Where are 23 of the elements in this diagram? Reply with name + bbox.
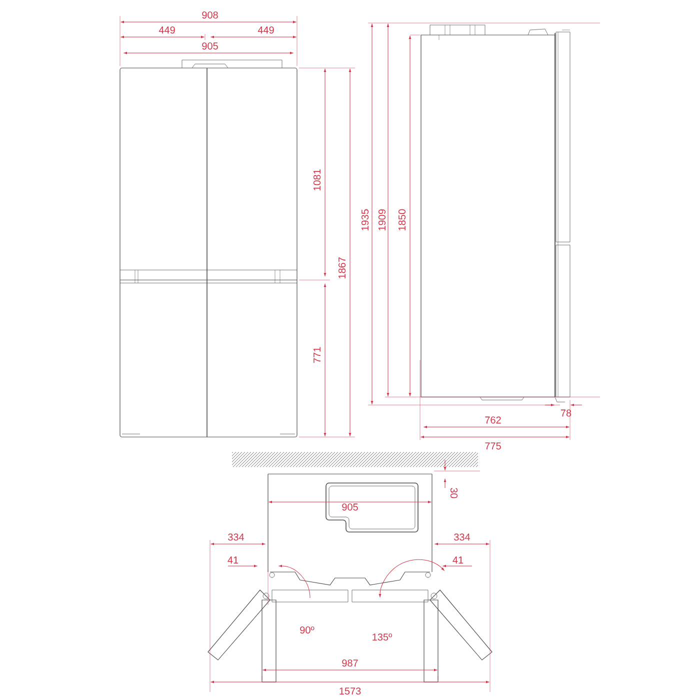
dimension-label: 449 xyxy=(158,26,175,34)
dimension-label: 30 xyxy=(450,488,458,498)
dimension-label: 135º xyxy=(372,633,392,641)
dimension-label: 905 xyxy=(202,42,218,50)
dimension-label: 987 xyxy=(342,659,358,667)
dimension-label: 41 xyxy=(228,556,238,564)
dimension-label: 908 xyxy=(202,11,218,19)
dimension-label: 334 xyxy=(228,533,244,541)
dimension-label: 762 xyxy=(485,416,501,424)
dimension-label: 1081 xyxy=(313,169,321,190)
dimension-label: 1935 xyxy=(361,209,369,230)
dimension-label: 1867 xyxy=(338,257,346,278)
dimension-label: 78 xyxy=(560,409,572,417)
dimension-label: 41 xyxy=(452,556,464,564)
dimension-label: 1573 xyxy=(340,687,361,695)
dimension-label: 905 xyxy=(342,503,358,511)
dimension-label: 90º xyxy=(300,626,314,634)
dimension-label: 771 xyxy=(314,347,320,363)
dimension-label: 1909 xyxy=(378,209,386,230)
dimension-label: 775 xyxy=(485,442,501,450)
dimension-label: 334 xyxy=(454,533,470,541)
dimension-label: 1850 xyxy=(398,209,406,230)
dimension-label: 449 xyxy=(258,26,274,34)
